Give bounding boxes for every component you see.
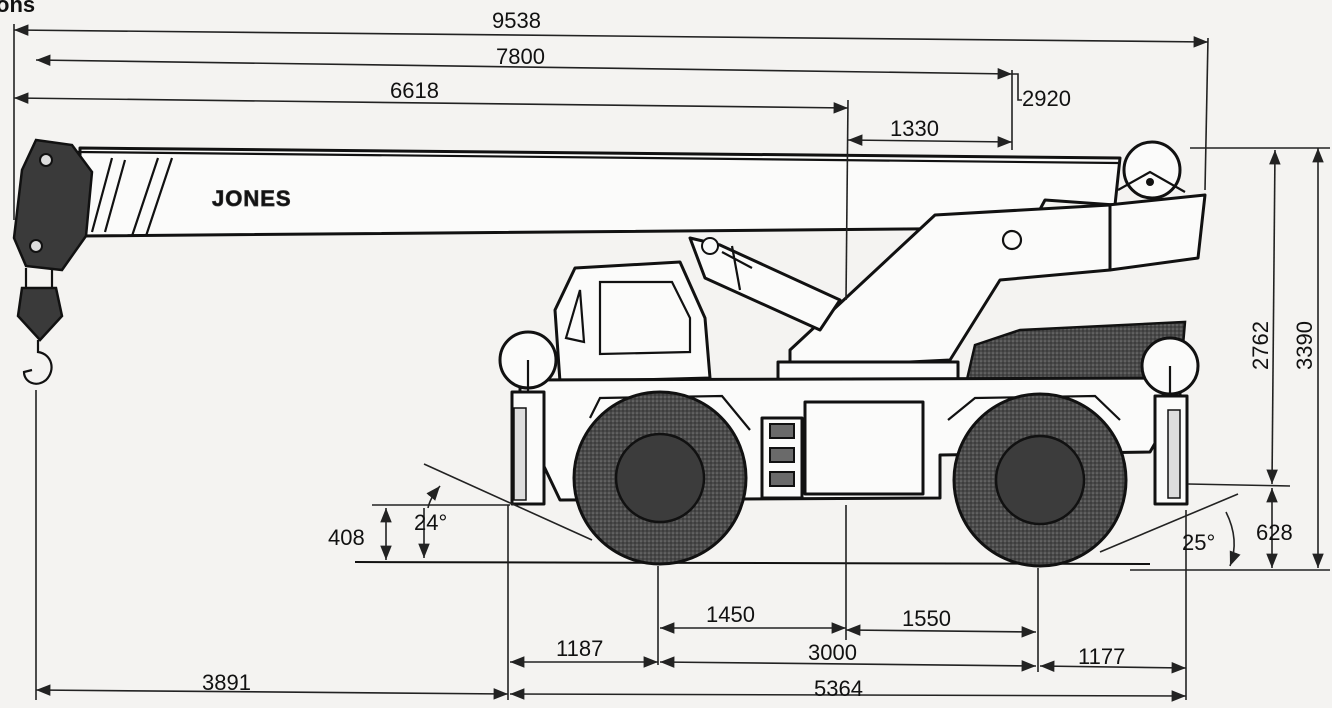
dim-front-clearance: 408 — [328, 525, 365, 550]
dim-sheave-offset: 2920 — [1022, 86, 1071, 111]
boom-head — [12, 138, 94, 272]
dim-center-to-rear-axle: 1550 — [902, 606, 951, 631]
boom-pivot-housing — [1106, 193, 1207, 272]
top-sheave — [1122, 140, 1182, 200]
dimension-lines — [13, 24, 1330, 702]
crane-vehicle: JONES — [12, 138, 1207, 568]
dim-pivot-to-sheave: 1330 — [890, 116, 939, 141]
dim-overall-length: 5364 — [814, 676, 863, 701]
dim-boom-overhang: 3891 — [202, 670, 251, 695]
dim-boom-tip-to-sheave: 7800 — [496, 44, 545, 69]
dim-boom-tip-to-pivot: 6618 — [390, 78, 439, 103]
dim-rear-clearance: 628 — [1256, 520, 1293, 545]
dim-overall-height: 3390 — [1292, 321, 1317, 370]
hook-block — [16, 286, 64, 342]
dim-rear-overhang: 1177 — [1078, 644, 1125, 669]
dim-front-overhang: 1187 — [556, 636, 603, 661]
dimension-labels: 9538 7800 6618 2920 1330 2762 3390 408 2… — [202, 8, 1317, 701]
dim-boom-height: 2762 — [1248, 321, 1273, 370]
boom-brand-logo: JONES — [212, 186, 292, 211]
hook-icon — [22, 340, 53, 385]
dim-wheelbase: 3000 — [808, 640, 857, 665]
storage-box — [803, 400, 925, 496]
cab — [553, 260, 712, 384]
superstructure — [788, 203, 1112, 370]
dim-front-axle-to-center: 1450 — [706, 602, 755, 627]
page-heading: ons — [0, 0, 36, 17]
access-steps — [760, 416, 804, 500]
dim-approach-angle: 24° — [414, 510, 447, 535]
dim-departure-angle: 25° — [1182, 530, 1215, 555]
cab-window — [598, 280, 692, 356]
dim-overall-reach: 9538 — [492, 8, 541, 33]
